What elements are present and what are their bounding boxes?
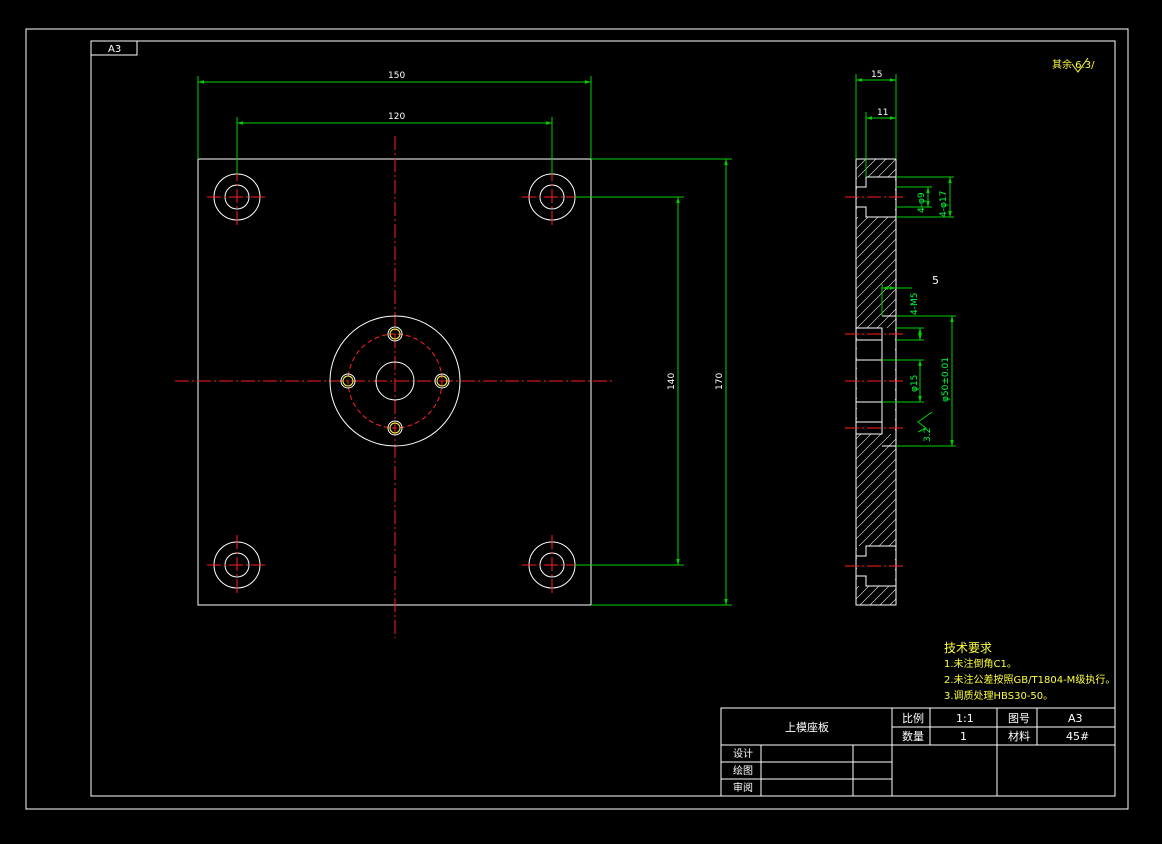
corner-hole-top-left [207,167,267,228]
technical-requirements: 技术要求 1.未注倒角C1。 2.未注公差按照GB/T1804-M级执行。 3.… [944,641,1115,702]
svg-text:φ50±0.01: φ50±0.01 [941,357,951,402]
dim-bore-phi15: φ15 [882,359,924,403]
outer-frame [25,28,1129,810]
roughness-small: 3.2 [917,411,933,442]
svg-text:11: 11 [877,108,888,118]
drawing-label: 绘图 [733,764,753,777]
dim-bore-phi50: φ50±0.01 [896,315,956,447]
dim-thread-m5: 4-M5 [896,293,924,341]
requirement-1: 1.未注倒角C1。 [944,657,1017,670]
corner-hole-bottom-left [207,535,267,596]
front-view: 150 120 140 170 [175,71,732,638]
scale-label: 比例 [902,711,924,725]
m5-holes [340,326,450,436]
svg-text:4-M5: 4-M5 [910,293,920,315]
design-label: 设计 [733,747,753,760]
dim-spacing-140: 140 [575,196,684,566]
dim-step-5: 5 [881,274,939,316]
requirement-3: 3.调质处理HBS30-50。 [944,690,1053,702]
svg-text:15: 15 [871,70,882,80]
material-label: 材料 [1008,729,1030,743]
dim-height-170: 170 [591,158,732,606]
side-view: 15 11 4-φ9 4-φ17 5 [845,70,956,606]
svg-text:150: 150 [388,71,405,81]
roughness-symbol [1071,57,1089,73]
roughness-note: 其余 6.3/ [1052,58,1095,71]
svg-text:φ15: φ15 [910,375,920,392]
svg-text:5: 5 [932,274,939,287]
inner-frame [90,40,1116,797]
requirement-2: 2.未注公差按照GB/T1804-M级执行。 [944,673,1115,686]
scale-value: 1:1 [956,712,974,725]
qty-label: 数量 [902,730,924,743]
review-label: 审阅 [733,781,753,794]
dim-counterbore-11: 11 [865,108,896,177]
material-value: 45# [1066,730,1089,743]
svg-text:140: 140 [667,373,677,390]
format-tag: A3 [108,44,121,55]
dim-holes-phi9-phi17: 4-φ9 4-φ17 [896,176,954,218]
svg-text:170: 170 [715,373,725,390]
svg-text:120: 120 [388,112,405,122]
dim-spacing-120: 120 [236,112,553,174]
svg-text:4-φ17: 4-φ17 [939,191,949,217]
dim-thickness-15: 15 [855,70,897,159]
title-block: 上模座板 比例 1:1 图号 A3 数量 1 材料 45# 设计 绘图 审阅 [720,707,1116,797]
corner-hole-bottom-right [522,535,582,596]
center-bore [375,361,415,401]
svg-text:4-φ9: 4-φ9 [917,192,927,213]
requirements-heading: 技术要求 [944,641,992,655]
boss-outer-circle [329,315,461,447]
drawing-no-value: A3 [1068,712,1083,725]
corner-hole-top-right [522,167,582,228]
drawing-no-label: 图号 [1008,712,1030,725]
svg-text:3.2: 3.2 [923,428,933,442]
dim-width-150: 150 [197,71,592,159]
bolt-circle [347,333,443,429]
part-name: 上模座板 [785,720,829,734]
format-tag-box [90,40,138,56]
qty-value: 1 [960,730,967,743]
